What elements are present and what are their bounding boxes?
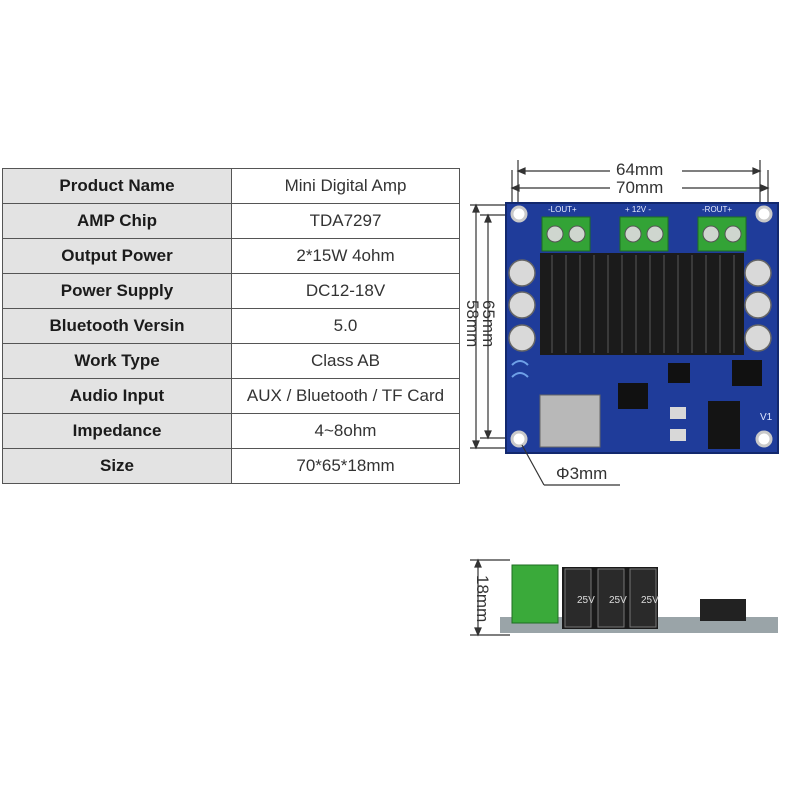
terminal-right-label: -ROUT+ (702, 205, 732, 214)
board-top-view (470, 160, 779, 486)
outer-width-label: 70mm (616, 178, 664, 197)
spec-value: 70*65*18mm (231, 448, 460, 484)
spec-label: Audio Input (2, 378, 232, 414)
capacitor-rating-left: 25V (577, 595, 595, 606)
spec-label: AMP Chip (2, 203, 232, 239)
hole-diameter-label: Φ3mm (556, 464, 608, 483)
spec-value: TDA7297 (231, 203, 460, 239)
spec-value: 4~8ohm (231, 413, 460, 449)
inner-height-label: 58mm (463, 300, 482, 348)
spec-value: 2*15W 4ohm (231, 238, 460, 274)
spec-label: Power Supply (2, 273, 232, 309)
board-version-mark: V1 (760, 412, 773, 423)
spec-label: Output Power (2, 238, 232, 274)
spec-label: Impedance (2, 413, 232, 449)
terminal-left-label: -LOUT+ (548, 205, 577, 214)
board-side-view (470, 558, 778, 637)
terminal-mid-label: + 12V - (625, 205, 652, 214)
spec-value: Mini Digital Amp (231, 168, 460, 204)
spec-value: DC12-18V (231, 273, 460, 309)
spec-value: AUX / Bluetooth / TF Card (231, 378, 460, 414)
spec-value: Class AB (231, 343, 460, 379)
spec-label: Work Type (2, 343, 232, 379)
spec-label: Product Name (2, 168, 232, 204)
spec-value: 5.0 (231, 308, 460, 344)
thickness-label: 18mm (473, 575, 492, 623)
spec-label: Size (2, 448, 232, 484)
spec-label: Bluetooth Versin (2, 308, 232, 344)
capacitor-rating-mid: 25V (609, 595, 627, 606)
inner-width-label: 64mm (616, 160, 664, 179)
capacitor-rating-right: 25V (641, 595, 659, 606)
